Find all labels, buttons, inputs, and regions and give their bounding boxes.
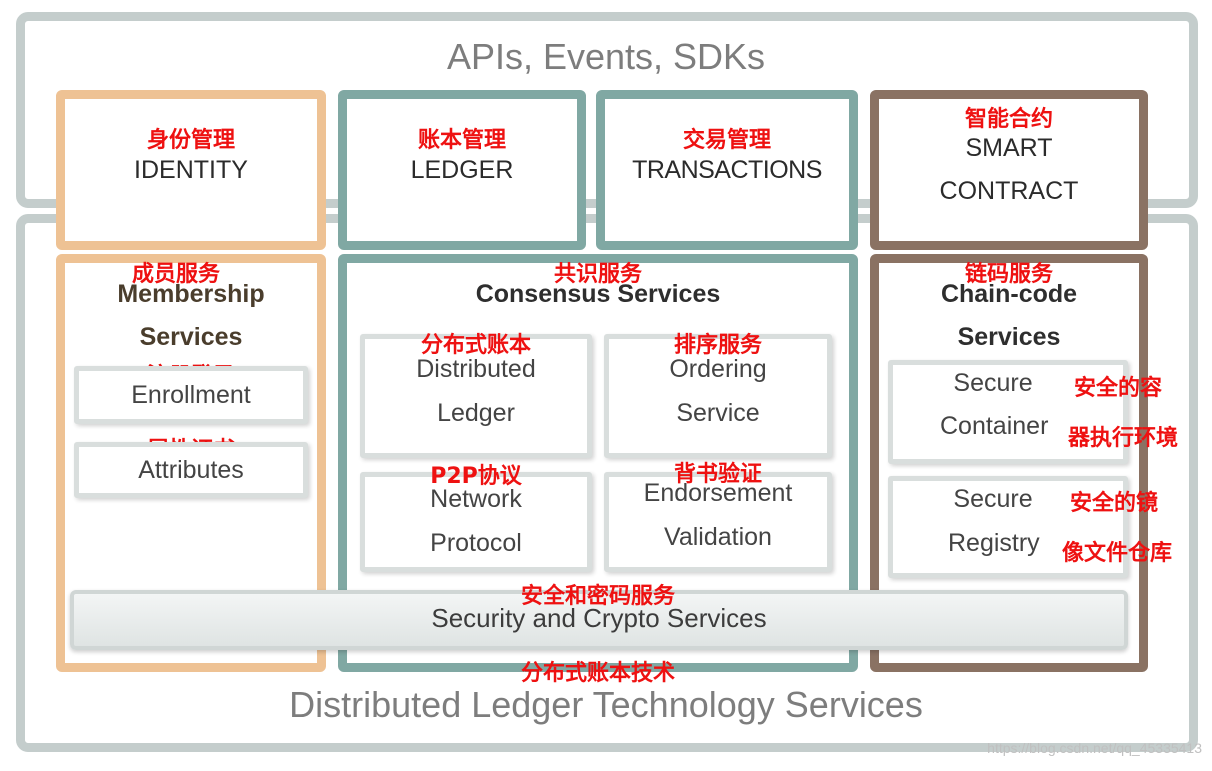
consensus-title: Consensus Services	[475, 280, 721, 308]
enrollment-label: Enrollment	[131, 381, 251, 409]
security-crypto-bar	[70, 590, 1128, 650]
distributed-ledger-cn-label: 分布式账本	[420, 333, 531, 358]
endorsement-validation-box	[604, 472, 832, 572]
smart-contract-label-line1: SMART	[965, 134, 1053, 162]
watermark: https://blog.csdn.net/qq_45335413	[987, 740, 1202, 756]
consensus-cn-label: 共识服务	[553, 262, 642, 287]
attributes-box	[74, 442, 308, 498]
transactions-cn-label: 交易管理	[682, 128, 771, 153]
enrollment-box	[74, 366, 308, 424]
smart-contract-box	[870, 90, 1148, 250]
secure-registry-box	[888, 476, 1128, 578]
network-protocol-box	[360, 472, 592, 572]
ledger-cn-label: 账本管理	[417, 128, 506, 153]
secure-container-label-line1: Secure	[953, 369, 1033, 397]
secure-registry-label-line1: Secure	[953, 485, 1033, 513]
endorsement-validation-label-line1: Endorsement	[643, 479, 793, 507]
security-crypto-cn-label: 安全和密码服务	[520, 584, 675, 609]
ordering-service-box	[604, 334, 832, 458]
secure-registry-cn-line2: 像文件仓库	[1062, 541, 1173, 566]
ordering-service-label-line2: Service	[676, 399, 760, 427]
transactions-box	[596, 90, 858, 250]
ordering-service-cn-label: 排序服务	[673, 333, 762, 358]
identity-label: IDENTITY	[134, 156, 248, 184]
secure-container-box	[888, 360, 1128, 464]
attributes-label: Attributes	[138, 456, 244, 484]
identity-box	[56, 90, 326, 250]
transactions-label: TRANSACTIONS	[632, 156, 822, 184]
secure-registry-cn-line1: 安全的镜	[1070, 491, 1159, 516]
distributed-ledger-box	[360, 334, 592, 458]
ledger-label: LEDGER	[410, 156, 514, 184]
ledger-box	[338, 90, 586, 250]
network-protocol-label-line1: Network	[430, 485, 522, 513]
chaincode-title-line1: Chain-code	[940, 280, 1078, 308]
smart-contract-cn-label: 智能合约	[964, 107, 1053, 132]
dlt-layer-title: Distributed Ledger Technology Services	[289, 684, 923, 725]
distributed-ledger-label-line2: Ledger	[437, 399, 515, 427]
network-protocol-cn-label: P2P协议	[430, 464, 522, 489]
membership-cn-label: 成员服务	[131, 262, 220, 287]
ordering-service-label-line1: Ordering	[669, 355, 767, 383]
secure-container-cn-line2: 器执行环境	[1068, 426, 1179, 451]
secure-registry-label-line2: Registry	[948, 529, 1040, 557]
chaincode-title-line2: Services	[957, 323, 1061, 351]
membership-title-line2: Services	[139, 323, 243, 351]
membership-title-line1: Membership	[117, 280, 265, 308]
smart-contract-label-line2: CONTRACT	[939, 177, 1079, 205]
security-crypto-label: Security and Crypto Services	[431, 603, 767, 633]
secure-container-cn-line1: 安全的容	[1074, 376, 1163, 401]
network-protocol-label-line2: Protocol	[430, 529, 522, 557]
chaincode-cn-label: 链码服务	[964, 262, 1053, 287]
endorsement-validation-label-line2: Validation	[664, 523, 772, 551]
api-layer-title: APIs, Events, SDKs	[446, 36, 766, 77]
distributed-ledger-label-line1: Distributed	[416, 355, 536, 383]
dlt-layer-cn-label: 分布式账本技术	[520, 661, 675, 686]
identity-cn-label: 身份管理	[146, 128, 235, 153]
endorsement-validation-cn-label: 背书验证	[673, 462, 762, 487]
secure-container-label-line2: Container	[940, 412, 1049, 440]
